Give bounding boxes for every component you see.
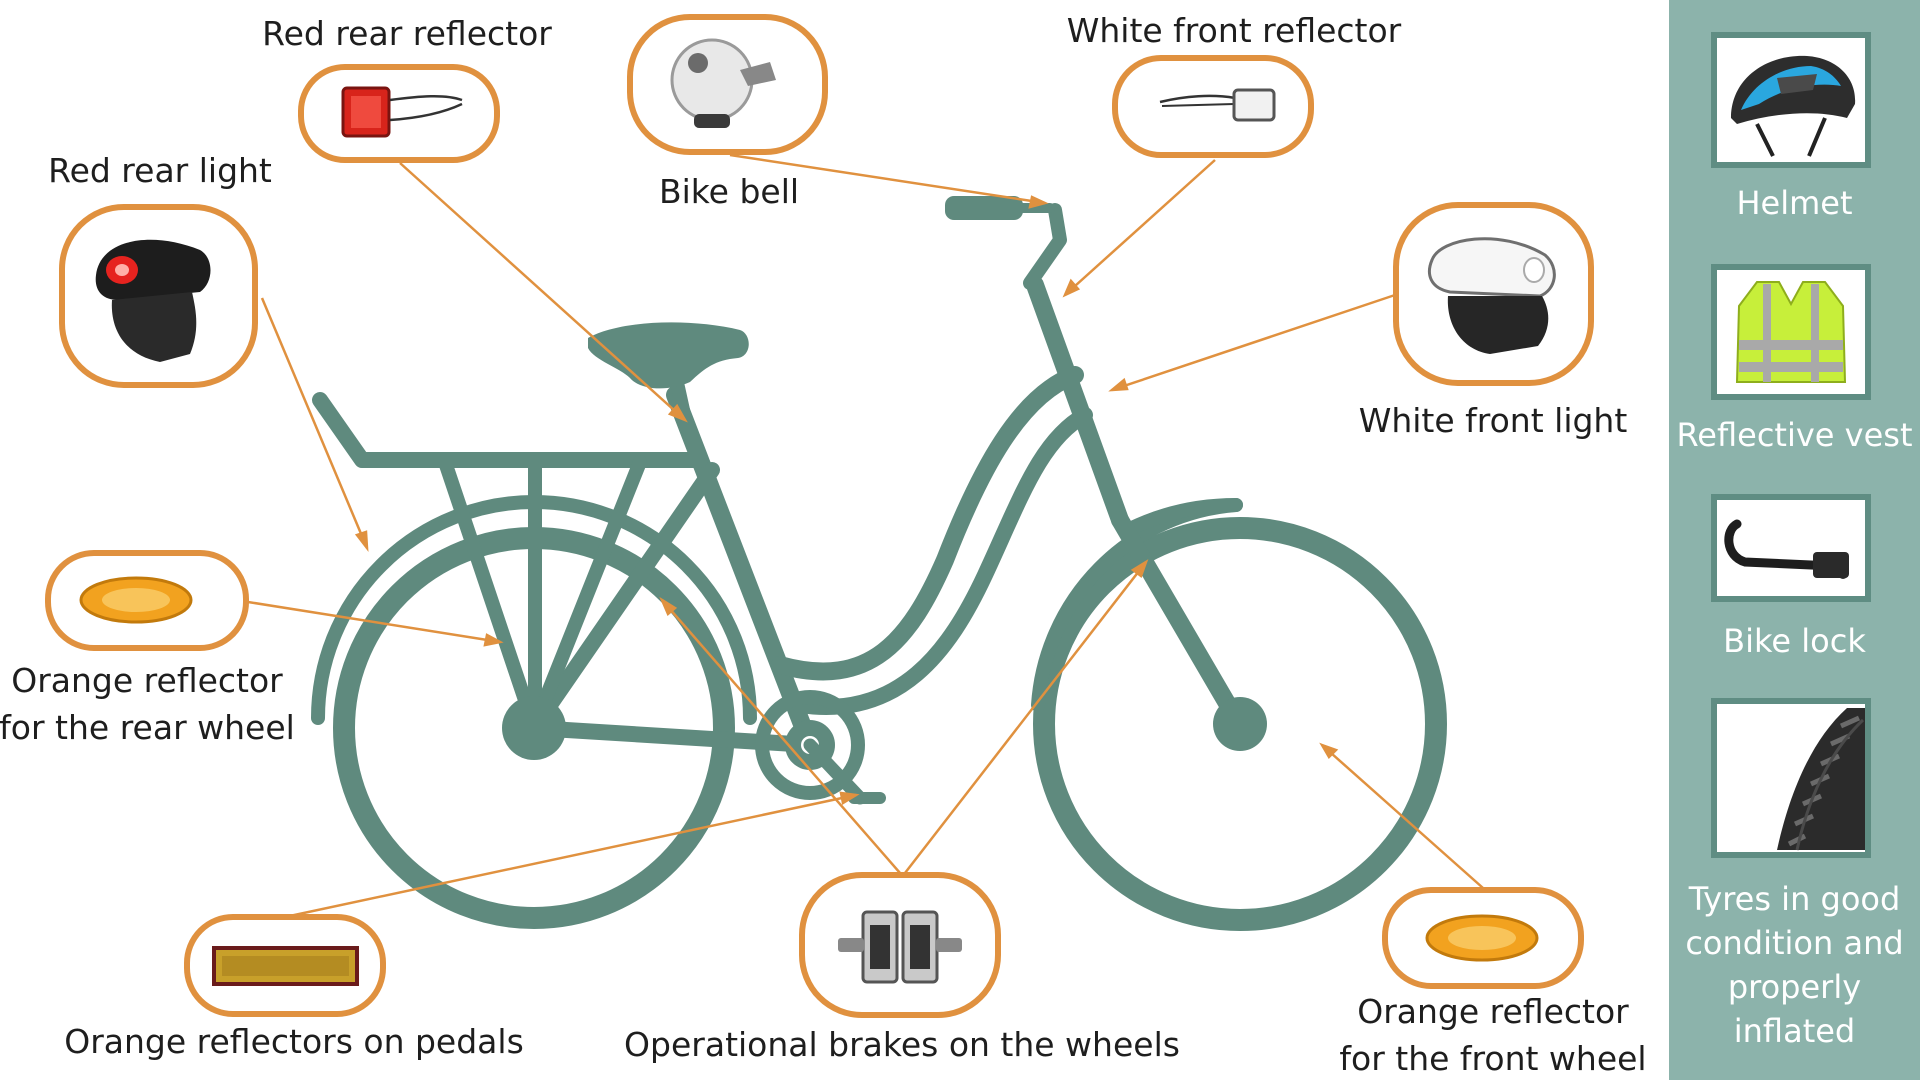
pointer-white-front-reflector [1064, 159, 1216, 296]
seat-stay [526, 462, 720, 736]
label-line: for the front wheel [1339, 1039, 1647, 1078]
head-tube [1026, 276, 1129, 529]
chainring [755, 690, 867, 805]
label-white-front-reflector: White front reflector [1066, 11, 1402, 50]
pointer-pedal-reflector [284, 793, 857, 919]
rack-top [312, 392, 708, 468]
label-white-front-light: White front light [1358, 401, 1628, 440]
label-orange-reflector-rear: Orange reflector for the rear wheel [0, 657, 295, 751]
label-line: Orange reflector [1357, 992, 1629, 1031]
sidebar-item-tyres [1711, 698, 1871, 858]
callout-white-front-reflector [1112, 55, 1314, 158]
sidebar-label-line: properly [1727, 968, 1862, 1006]
rack-strut-3 [538, 455, 647, 707]
helmet-icon [1731, 55, 1856, 157]
label-line: Orange reflector [11, 661, 283, 700]
sidebar-label-tyres: Tyres in good condition and properly inf… [1669, 877, 1920, 1053]
white-light-icon [1427, 237, 1556, 354]
lower-tube [792, 407, 1093, 715]
down-tube [771, 366, 1084, 681]
brake-pads-icon [838, 910, 962, 984]
sidebar-item-bike-lock [1711, 494, 1871, 602]
rack-strut-1 [438, 455, 537, 722]
sidebar-label-line: inflated [1733, 1012, 1856, 1050]
sidebar-label-helmet: Helmet [1736, 184, 1853, 222]
label-line: for the rear wheel [0, 708, 295, 747]
sidebar-label-line: condition and [1685, 924, 1904, 962]
pedal-reflector-icon [212, 946, 359, 986]
sidebar-label-bike-lock: Bike lock [1723, 622, 1866, 660]
front-fender-tip [1125, 498, 1243, 535]
red-reflector-icon [341, 86, 463, 138]
front-wheel [1033, 517, 1447, 931]
white-reflector-icon [1159, 88, 1276, 122]
label-red-rear-light: Red rear light [48, 151, 272, 190]
label-bike-bell: Bike bell [658, 172, 800, 211]
vest-icon [1735, 281, 1847, 383]
bell-icon [670, 38, 776, 128]
callout-brakes [799, 872, 1001, 1018]
callout-red-rear-reflector [298, 64, 500, 163]
pointer-bike-bell [729, 153, 1046, 205]
pointer-red-rear-reflector [399, 162, 686, 421]
bicycle [311, 203, 1447, 931]
sidebar-label-reflective-vest: Reflective vest [1676, 416, 1913, 454]
front-hub [1213, 697, 1267, 751]
sidebar-item-helmet [1711, 32, 1871, 168]
label-operational-brakes: Operational brakes on the wheels [624, 1025, 1180, 1064]
pointer-orange-reflector-rear [247, 600, 501, 644]
handlebar-grip [945, 196, 1023, 220]
pointer-brakes-front [904, 561, 1147, 874]
safety-gear-sidebar: Helmet Reflective vest Bike lock Tyres i… [1669, 0, 1920, 1080]
label-orange-reflector-front: Orange reflector for the front wheel [1339, 988, 1646, 1082]
handlebar-stem [1023, 203, 1067, 290]
pointer-red-rear-light [260, 297, 369, 549]
tyre-icon [1777, 708, 1865, 851]
fork [1111, 511, 1247, 731]
label-pedal-reflectors: Orange reflectors on pedals [64, 1022, 524, 1061]
rear-hub [502, 696, 566, 760]
sidebar-item-reflective-vest [1711, 264, 1871, 400]
pointer-brakes-rear [661, 599, 901, 874]
sidebar-label-line: Tyres in good [1688, 880, 1901, 918]
pointer-orange-reflector-front [1321, 744, 1484, 889]
saddle [588, 322, 749, 389]
orange-reflector-icon [1425, 914, 1539, 962]
pointer-white-front-light [1111, 293, 1396, 392]
lock-icon [1724, 519, 1849, 579]
label-red-rear-reflector: Red rear reflector [262, 14, 552, 53]
red-light-icon [95, 239, 211, 362]
orange-reflector-icon [79, 576, 193, 624]
